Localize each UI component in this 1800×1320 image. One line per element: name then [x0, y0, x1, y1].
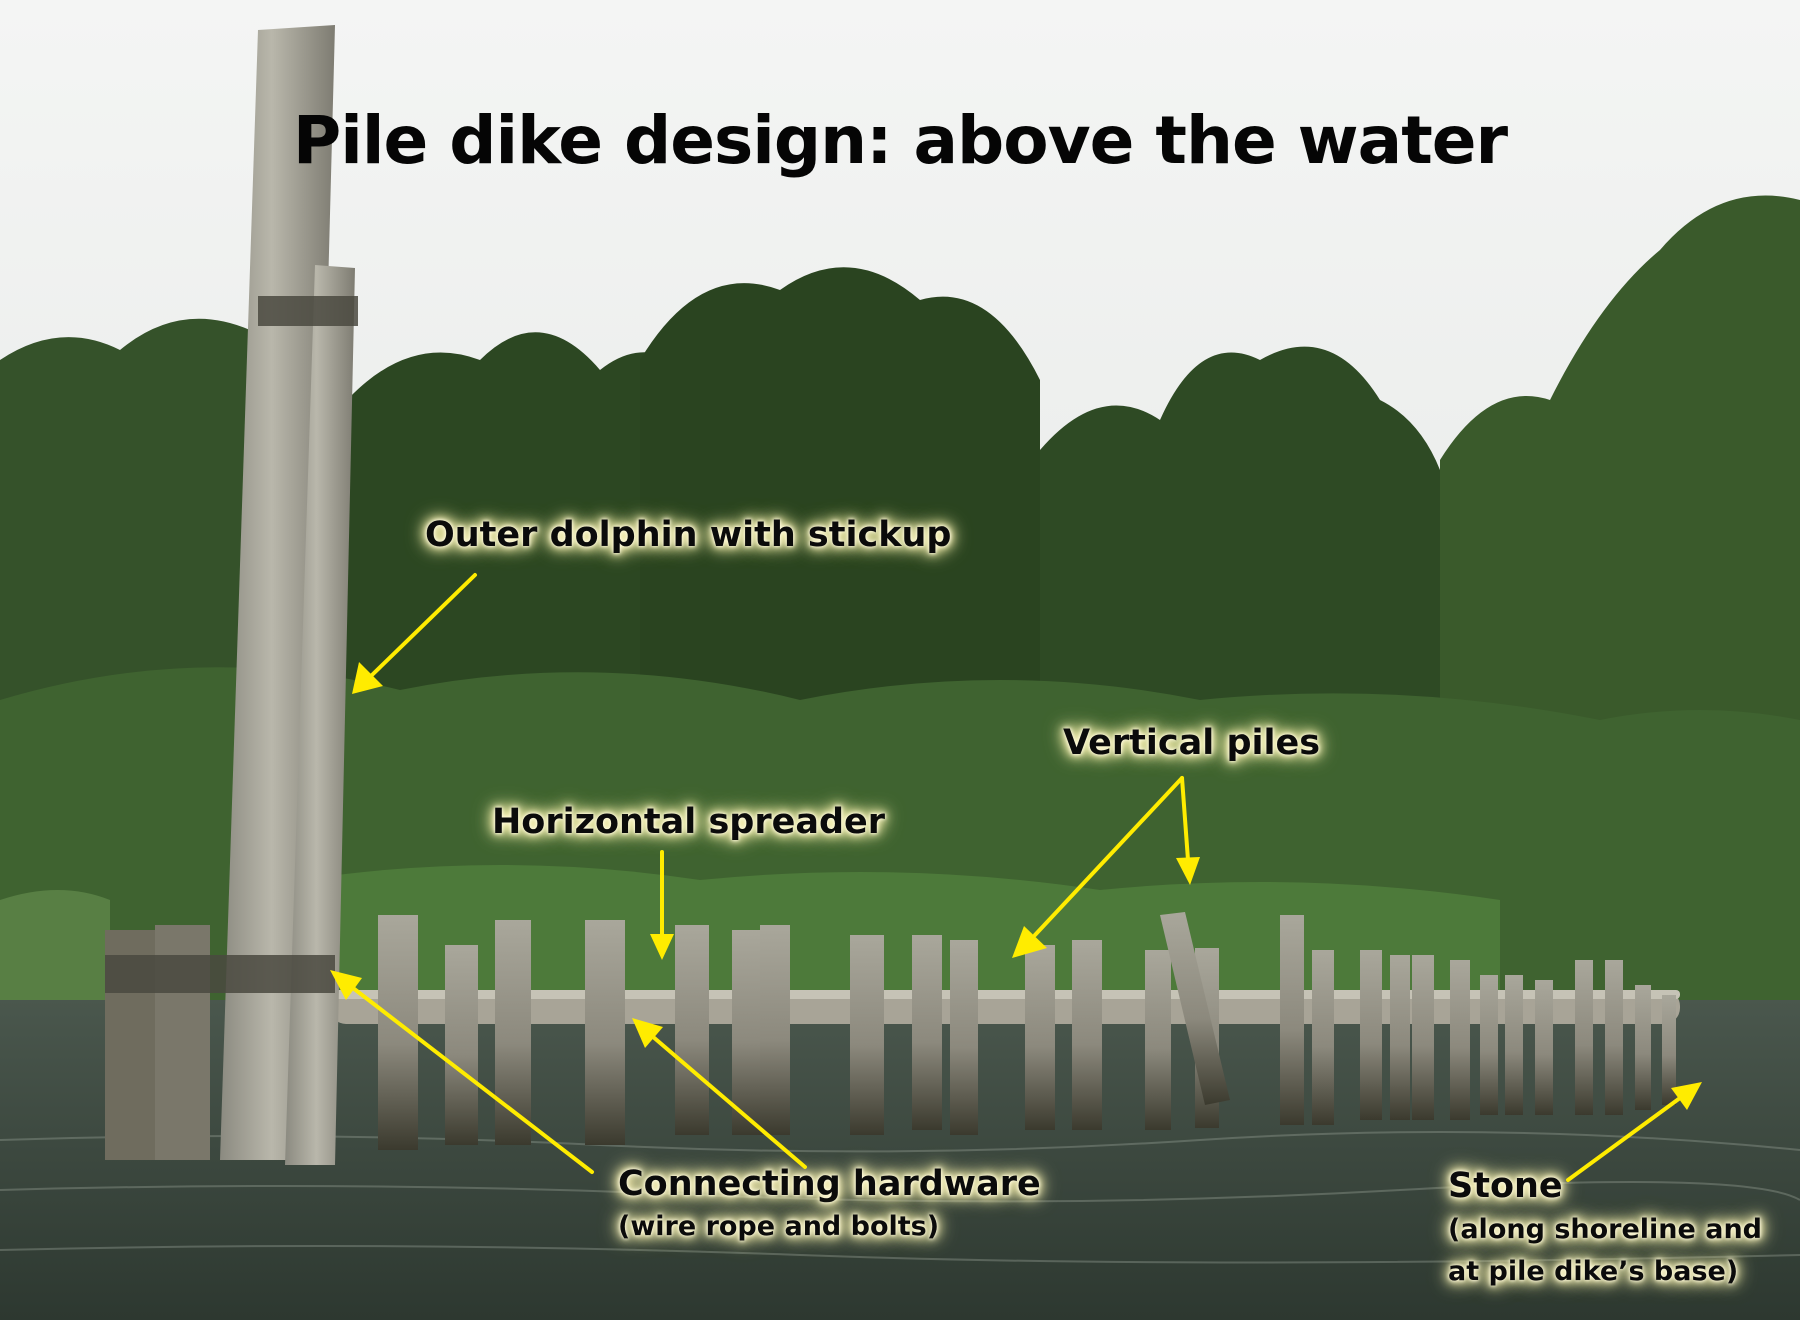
vertical-piles: [378, 915, 1676, 1150]
arrow-vertical-piles-left: [1012, 776, 1184, 958]
arrow-outer-dolphin: [352, 573, 477, 694]
arrow-hardware-bolts: [632, 1018, 807, 1169]
label-outer-dolphin: Outer dolphin with stickup: [425, 515, 952, 555]
label-connecting-hardware-sub: (wire rope and bolts): [618, 1211, 940, 1242]
arrow-hardware-wire-rope: [330, 970, 594, 1174]
page-title: Pile dike design: above the water: [292, 102, 1508, 179]
label-stone: Stone: [1448, 1166, 1563, 1206]
label-stone-sub-2: at pile dike’s base): [1448, 1256, 1739, 1287]
outer-dolphin: [105, 25, 358, 1165]
label-vertical-piles: Vertical piles: [1063, 723, 1321, 763]
label-horizontal-spreader: Horizontal spreader: [492, 802, 886, 842]
arrow-horizontal-spreader: [650, 850, 674, 960]
arrow-stone: [1566, 1082, 1702, 1182]
label-stone-sub-1: (along shoreline and: [1448, 1214, 1762, 1245]
label-connecting-hardware: Connecting hardware: [618, 1164, 1041, 1204]
arrow-vertical-piles-right: [1176, 776, 1200, 885]
